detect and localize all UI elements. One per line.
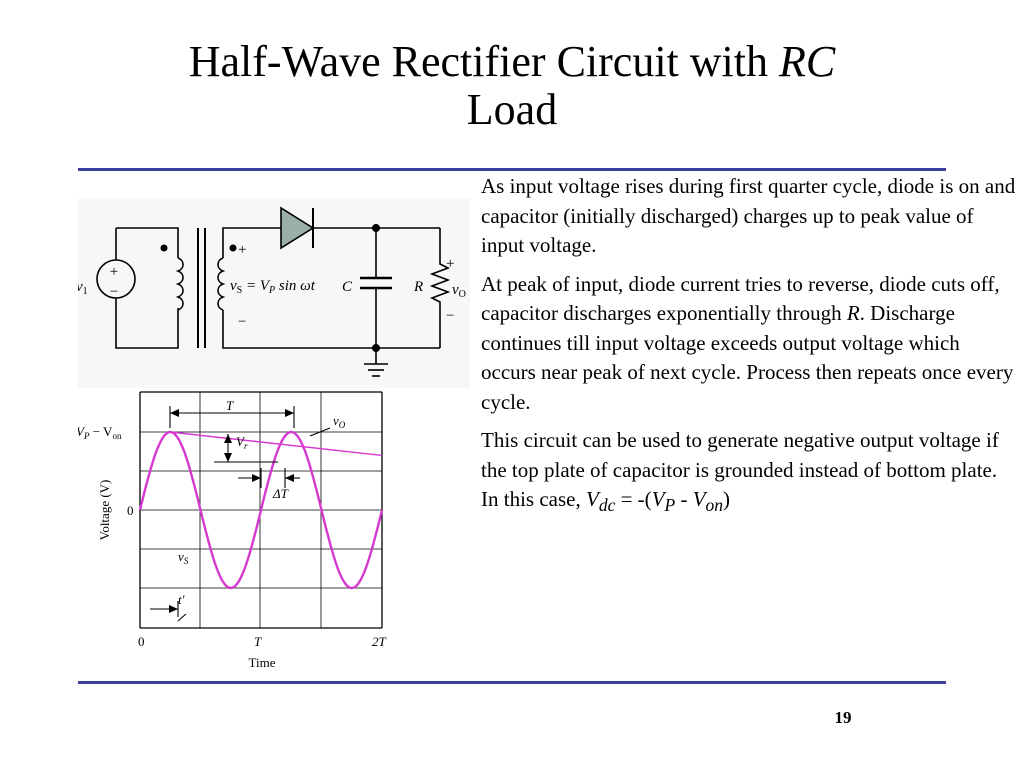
resistor-label: R — [413, 279, 423, 295]
delta-t-label: ΔT — [272, 486, 289, 501]
secondary-plus: + — [238, 242, 246, 258]
x-tick-T: T — [254, 634, 262, 649]
series-vs — [138, 430, 384, 590]
diode-symbol — [280, 206, 315, 250]
capacitor-label: C — [342, 279, 353, 295]
secondary-minus: − — [238, 314, 246, 330]
waveform-chart: VP − Von 0 0 T 2T Time Voltage (V) T Vr … — [78, 391, 387, 670]
title-italic: RC — [779, 37, 836, 86]
title-line2: Load — [466, 85, 558, 134]
title-main: Half-Wave Rectifier Circuit with — [188, 37, 779, 86]
source-plus: + — [110, 264, 118, 280]
t-prime-label: t′ — [178, 592, 185, 607]
bottom-divider — [78, 681, 946, 684]
polarity-dot-primary — [160, 244, 168, 252]
y-tick-peak: VP − Von — [78, 424, 122, 441]
x-tick-2T: 2T — [372, 634, 387, 649]
y-tick-zero: 0 — [127, 503, 134, 518]
legend-vo: vO — [333, 413, 346, 430]
vs-leader — [177, 613, 187, 622]
slide-title: Half-Wave Rectifier Circuit with RC Load — [60, 38, 964, 134]
vs-equation: vS = VP sin ωt — [230, 278, 316, 296]
explanation-text: As input voltage rises during first quar… — [481, 172, 1016, 530]
page-number: 19 — [834, 708, 852, 727]
source-minus: − — [110, 284, 118, 300]
output-minus: − — [446, 308, 454, 324]
y-axis-label: Voltage (V) — [97, 480, 112, 541]
source-label: v1 — [78, 279, 88, 297]
x-tick-0: 0 — [138, 634, 145, 649]
ac-source-symbol — [96, 259, 136, 299]
output-plus: + — [446, 256, 454, 272]
paragraph-negative-output: This circuit can be used to generate neg… — [481, 428, 999, 516]
polarity-dot-secondary — [229, 244, 237, 252]
x-axis-label: Time — [249, 655, 276, 670]
series-vo-decay — [170, 431, 383, 457]
paragraph-charging: As input voltage rises during first quar… — [481, 174, 1016, 257]
rectifier-circuit-diagram: + − v1 + − vS = VP sin ωt C R + − vO — [78, 198, 470, 388]
output-label: vO — [452, 282, 466, 300]
vo-leader — [309, 427, 331, 437]
period-label: T — [226, 398, 234, 413]
top-divider — [78, 168, 946, 171]
legend-vs: vS — [178, 549, 189, 566]
ripple-label: Vr — [236, 434, 248, 451]
paragraph-discharge: At peak of input, diode current tries to… — [481, 271, 1014, 414]
